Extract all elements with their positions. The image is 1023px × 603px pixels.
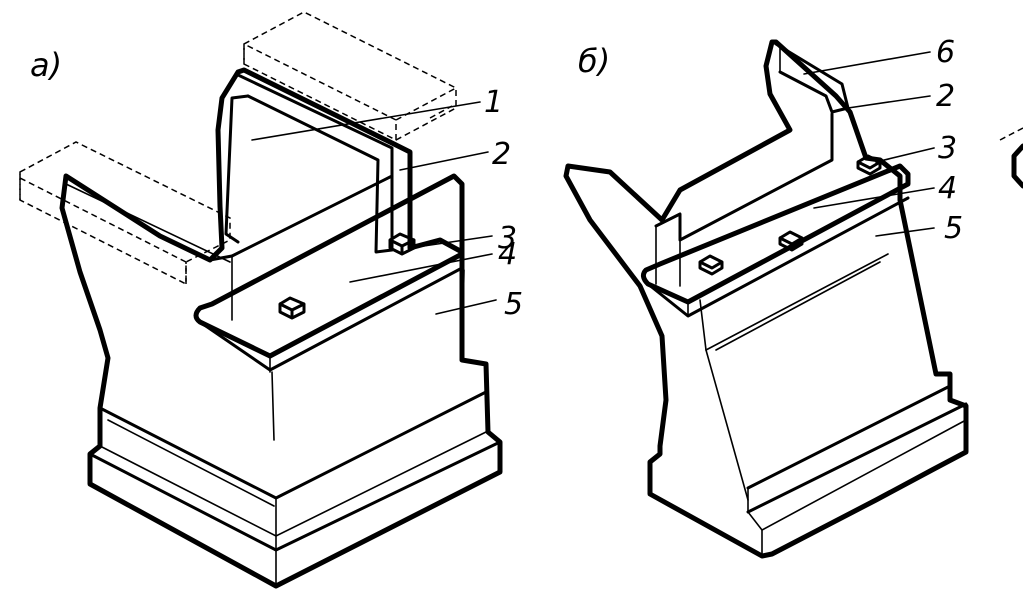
part-label-a-3: 3	[498, 221, 517, 256]
panel-a-label: а)	[30, 46, 62, 84]
pad-b-right	[856, 154, 882, 176]
part-label-b-6: 6	[936, 35, 955, 70]
pad-left	[278, 296, 306, 320]
leader-b-6	[803, 51, 931, 75]
column-body-outline	[59, 67, 503, 589]
column-top-opening	[234, 72, 394, 254]
pad-b-mid	[778, 230, 804, 252]
leader-b-3	[875, 147, 935, 163]
leader-b-5	[875, 227, 935, 237]
leader-b-4	[813, 187, 935, 209]
panel-b-drawing	[563, 39, 969, 559]
leader-b-2	[847, 95, 931, 109]
leader-4	[349, 253, 493, 283]
part-label-a-5: 5	[504, 287, 523, 322]
guideway-ledge-b	[640, 163, 911, 305]
leader-1	[251, 101, 481, 141]
leader-3	[409, 235, 493, 249]
part-label-b-3: 3	[938, 131, 957, 166]
part-label-b-4: 4	[938, 171, 957, 206]
upright-6	[774, 42, 850, 114]
pad-b-left	[698, 254, 724, 276]
leader-5	[435, 299, 497, 315]
part-label-a-2: 2	[492, 137, 511, 172]
part-label-b-2: 2	[936, 79, 955, 114]
part-label-b-5: 5	[944, 211, 963, 246]
guideway-ledge	[193, 173, 465, 359]
panel-a-drawing	[19, 11, 503, 589]
part-label-a-4: 4	[498, 237, 517, 272]
leader-2	[399, 151, 489, 171]
panel-b-label: б)	[578, 42, 610, 80]
part-label-a-1: 1	[484, 85, 503, 120]
panel-c-fragment	[999, 127, 1023, 189]
